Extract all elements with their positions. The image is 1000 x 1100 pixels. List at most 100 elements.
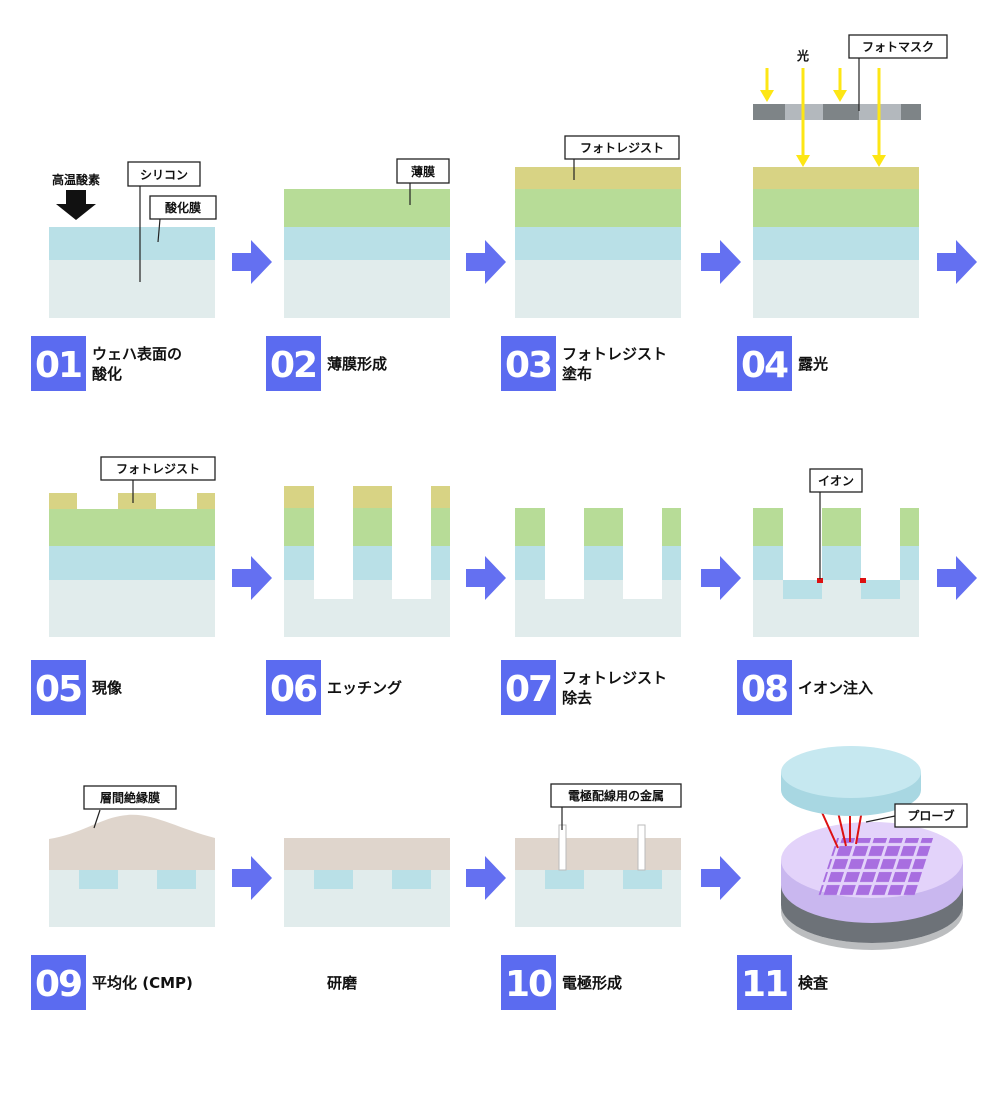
panel-11-inspection: プローブ (781, 746, 968, 950)
step-05: 05 現像 (31, 660, 123, 715)
panel-04-exposure: 光 フォトマスク (753, 34, 948, 318)
step-06: 06 エッチング (266, 660, 402, 715)
step-number-badge (737, 660, 792, 715)
panel-06-etching (284, 486, 450, 637)
step-number: 01 (35, 345, 81, 386)
step-caption: フォトレジスト (562, 345, 667, 363)
chip-grid (818, 838, 934, 896)
probe-card (781, 746, 921, 798)
label-thin-film: 薄膜 (411, 164, 435, 179)
panel-07-resist-removal (515, 508, 681, 637)
step-number: 02 (270, 345, 316, 386)
step-caption: 薄膜形成 (327, 355, 387, 373)
panel-01-oxidation: 高温酸素 シリコン 酸化膜 (49, 161, 217, 318)
ion-marker-icon (817, 578, 823, 583)
label-interlayer-dielectric: 層間絶縁膜 (100, 790, 160, 805)
step-caption: フォトレジスト (562, 669, 667, 687)
step-caption: 電極形成 (562, 974, 622, 992)
step-number: 03 (505, 345, 551, 386)
photomask (753, 104, 921, 120)
step-number: 09 (35, 964, 81, 1005)
panel-08-ion-implant: イオン (753, 468, 919, 637)
panel-03-resist-coat: フォトレジスト (515, 135, 681, 318)
flow-arrow-icon (466, 240, 506, 284)
label-high-temp-oxygen: 高温酸素 (52, 172, 100, 187)
step-10: 10 電極形成 (501, 955, 622, 1010)
label-photoresist-2: フォトレジスト (116, 462, 200, 476)
label-photoresist: フォトレジスト (580, 141, 664, 155)
flow-arrow-icon (937, 556, 977, 600)
step-caption: 検査 (798, 974, 829, 992)
step-number: 11 (741, 964, 787, 1005)
step-number: 04 (741, 345, 788, 386)
panel-02-thin-film: 薄膜 (284, 158, 450, 318)
flow-arrows (232, 240, 977, 900)
step-caption: 研磨 (327, 974, 358, 992)
step-number-badge (31, 955, 86, 1010)
label-photomask: フォトマスク (862, 40, 934, 54)
flow-arrow-icon (701, 856, 741, 900)
interlayer-dielectric (49, 814, 215, 870)
flow-arrow-icon (701, 240, 741, 284)
step-number: 10 (505, 964, 552, 1005)
step-number: 06 (270, 669, 317, 710)
step-caption: ウェハ表面の (92, 345, 182, 363)
step-08: 08 イオン注入 (737, 660, 873, 715)
flow-arrow-icon (701, 556, 741, 600)
oxygen-arrow-icon (56, 190, 96, 220)
oxide-layer (49, 227, 215, 260)
flow-arrow-icon (232, 240, 272, 284)
step-caption: 酸化 (92, 365, 122, 383)
step-09: 09 平均化 (CMP) (31, 955, 193, 1010)
step-caption: 塗布 (562, 365, 592, 383)
step-caption: エッチング (327, 679, 402, 697)
step-number: 05 (35, 669, 81, 710)
flow-arrow-icon (466, 556, 506, 600)
step-number-badge (31, 336, 86, 391)
thin-film-layer (284, 189, 450, 227)
step-number: 07 (505, 669, 551, 710)
label-silicon: シリコン (140, 168, 188, 182)
step-number-badge (737, 336, 792, 391)
flow-arrow-icon (232, 556, 272, 600)
electrode-metal (637, 824, 646, 871)
silicon-layer (49, 260, 215, 318)
flow-arrow-icon (232, 856, 272, 900)
step-04: 04 露光 (737, 336, 828, 391)
step-caption: イオン注入 (798, 679, 873, 697)
step-number-badge (31, 660, 86, 715)
step-number-badge (501, 336, 556, 391)
step-11: 11 検査 (737, 955, 829, 1010)
step-number-badge (266, 336, 321, 391)
panel-polishing (284, 838, 450, 927)
probe-icon (819, 807, 863, 849)
flow-arrow-icon (466, 856, 506, 900)
step-polish: 研磨 (327, 974, 358, 992)
step-caption: 露光 (798, 355, 828, 373)
label-oxide-film: 酸化膜 (165, 200, 201, 215)
label-electrode-metal: 電極配線用の金属 (568, 788, 664, 803)
panel-05-develop: フォトレジスト (49, 456, 216, 637)
step-number-badge (266, 660, 321, 715)
step-caption: 平均化 (CMP) (92, 974, 193, 992)
panel-09-planarization: 層間絶縁膜 (49, 785, 215, 927)
ion-marker-icon (860, 578, 866, 583)
step-number: 08 (741, 669, 787, 710)
step-02: 02 薄膜形成 (266, 336, 387, 391)
light-arrows-icon (760, 68, 886, 167)
label-ion: イオン (818, 474, 854, 488)
panel-10-electrode: 電極配線用の金属 (515, 783, 682, 927)
step-number-badge (501, 660, 556, 715)
step-caption: 除去 (562, 689, 592, 707)
label-light: 光 (796, 48, 809, 63)
step-number-badge (737, 955, 792, 1010)
photoresist-layer (515, 167, 681, 189)
electrode-metal (558, 824, 567, 871)
label-probe: プローブ (907, 808, 954, 823)
step-number-badge (501, 955, 556, 1010)
step-caption: 現像 (92, 679, 123, 697)
